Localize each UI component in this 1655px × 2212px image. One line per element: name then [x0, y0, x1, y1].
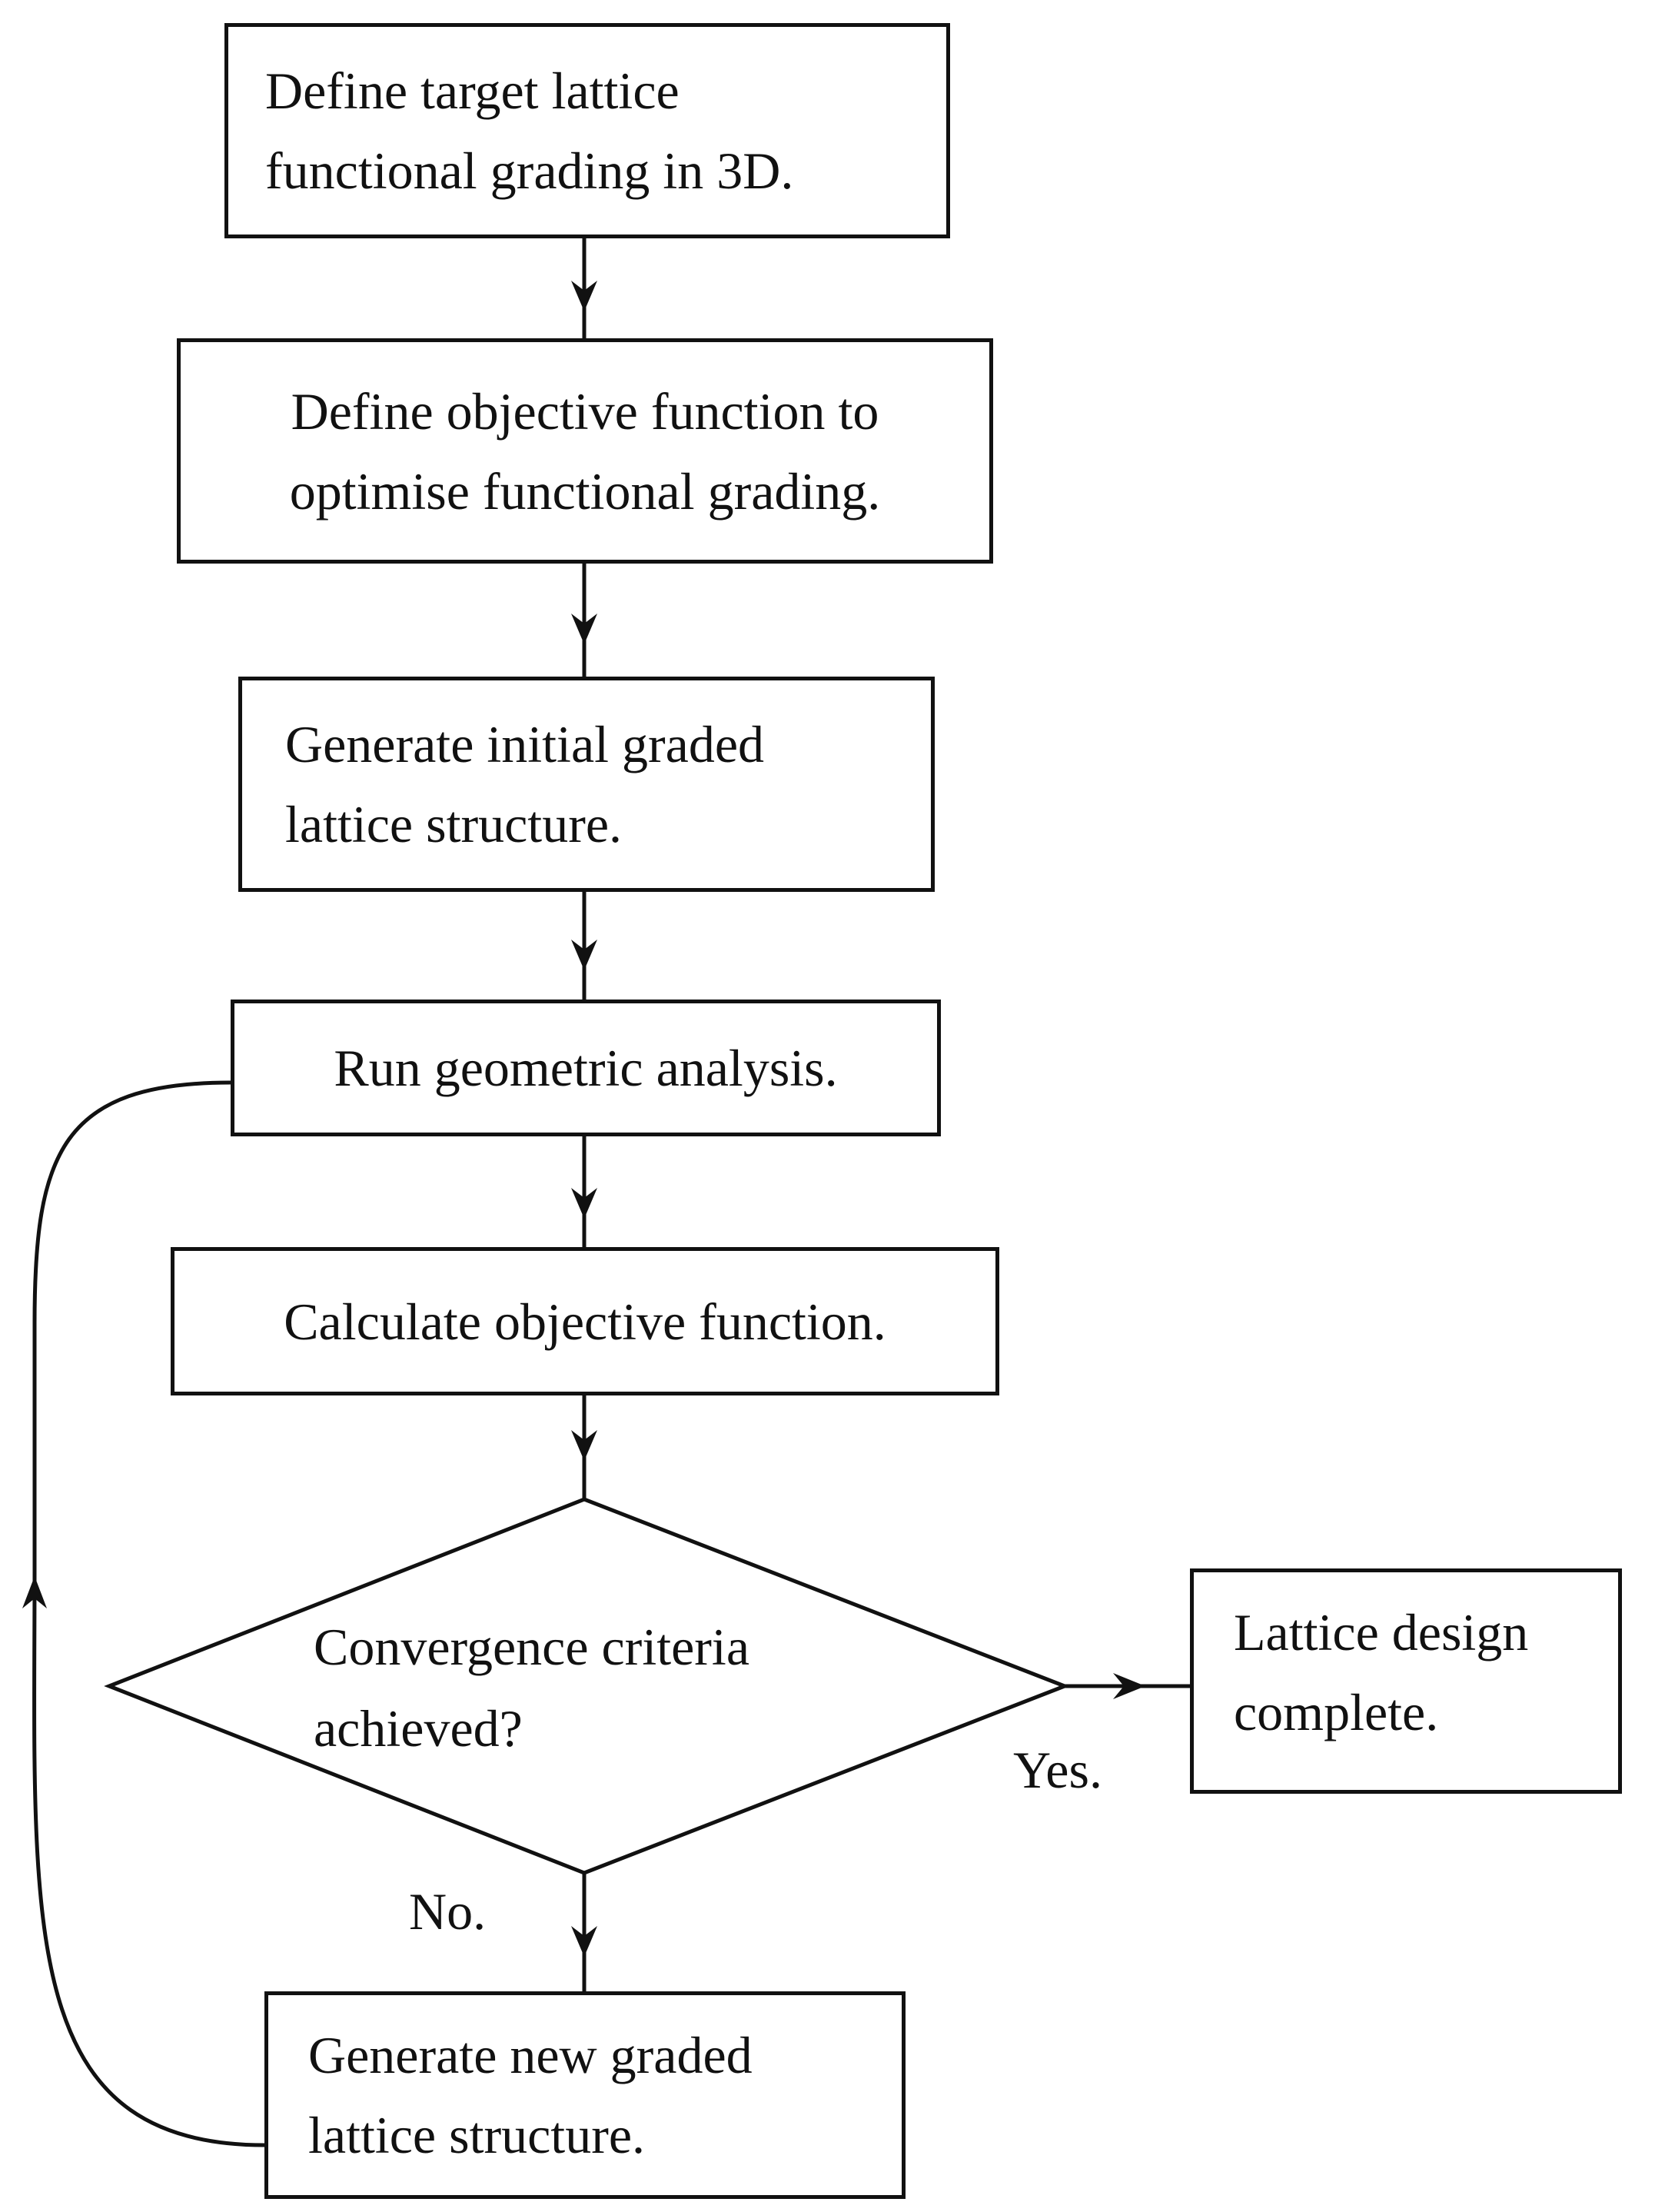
step-run-analysis-line1: Run geometric analysis.	[334, 1039, 838, 1097]
arrowhead-3	[571, 940, 597, 970]
step-design-complete: Lattice design complete.	[1190, 1568, 1622, 1794]
edge-loop-back	[32, 1080, 265, 2147]
step-define-target-line1: Define target lattice	[265, 62, 680, 120]
step-generate-initial-line2: lattice structure.	[285, 795, 623, 853]
step-generate-new: Generate new graded lattice structure.	[264, 1991, 906, 2199]
step-design-complete-line1: Lattice design	[1234, 1603, 1529, 1661]
step-generate-initial: Generate initial graded lattice structur…	[238, 677, 935, 892]
arrowhead-2	[571, 614, 597, 644]
decision-convergence-line1: Convergence criteria	[314, 1618, 750, 1676]
step-define-target: Define target lattice functional grading…	[224, 23, 950, 238]
step-define-target-line2: functional grading in 3D.	[265, 141, 794, 200]
step-calculate-objective-line1: Calculate objective function.	[284, 1292, 886, 1351]
step-define-objective-line1: Define objective function to	[291, 381, 879, 441]
decision-convergence-line2: achieved?	[314, 1699, 523, 1758]
arrowhead-4	[571, 1188, 597, 1219]
step-generate-new-line1: Generate new graded	[308, 2026, 753, 2084]
arrowhead-1	[571, 281, 597, 311]
arrowhead-no	[571, 1926, 597, 1957]
decision-diamond	[104, 1497, 1070, 1875]
step-generate-initial-line1: Generate initial graded	[285, 715, 765, 773]
arrowhead-yes	[1113, 1673, 1145, 1699]
edge-no-label: No.	[409, 1882, 487, 1941]
step-define-objective-line2: optimise functional grading.	[289, 461, 881, 521]
arrowhead-loop	[22, 1576, 47, 1608]
edge-yes-label: Yes.	[1013, 1741, 1102, 1799]
step-define-objective: Define objective function to optimise fu…	[177, 338, 993, 564]
step-run-analysis: Run geometric analysis.	[231, 1000, 941, 1136]
arrowhead-5	[571, 1430, 597, 1461]
step-calculate-objective: Calculate objective function.	[171, 1247, 999, 1395]
step-design-complete-line2: complete.	[1234, 1683, 1439, 1741]
step-generate-new-line2: lattice structure.	[308, 2106, 646, 2164]
